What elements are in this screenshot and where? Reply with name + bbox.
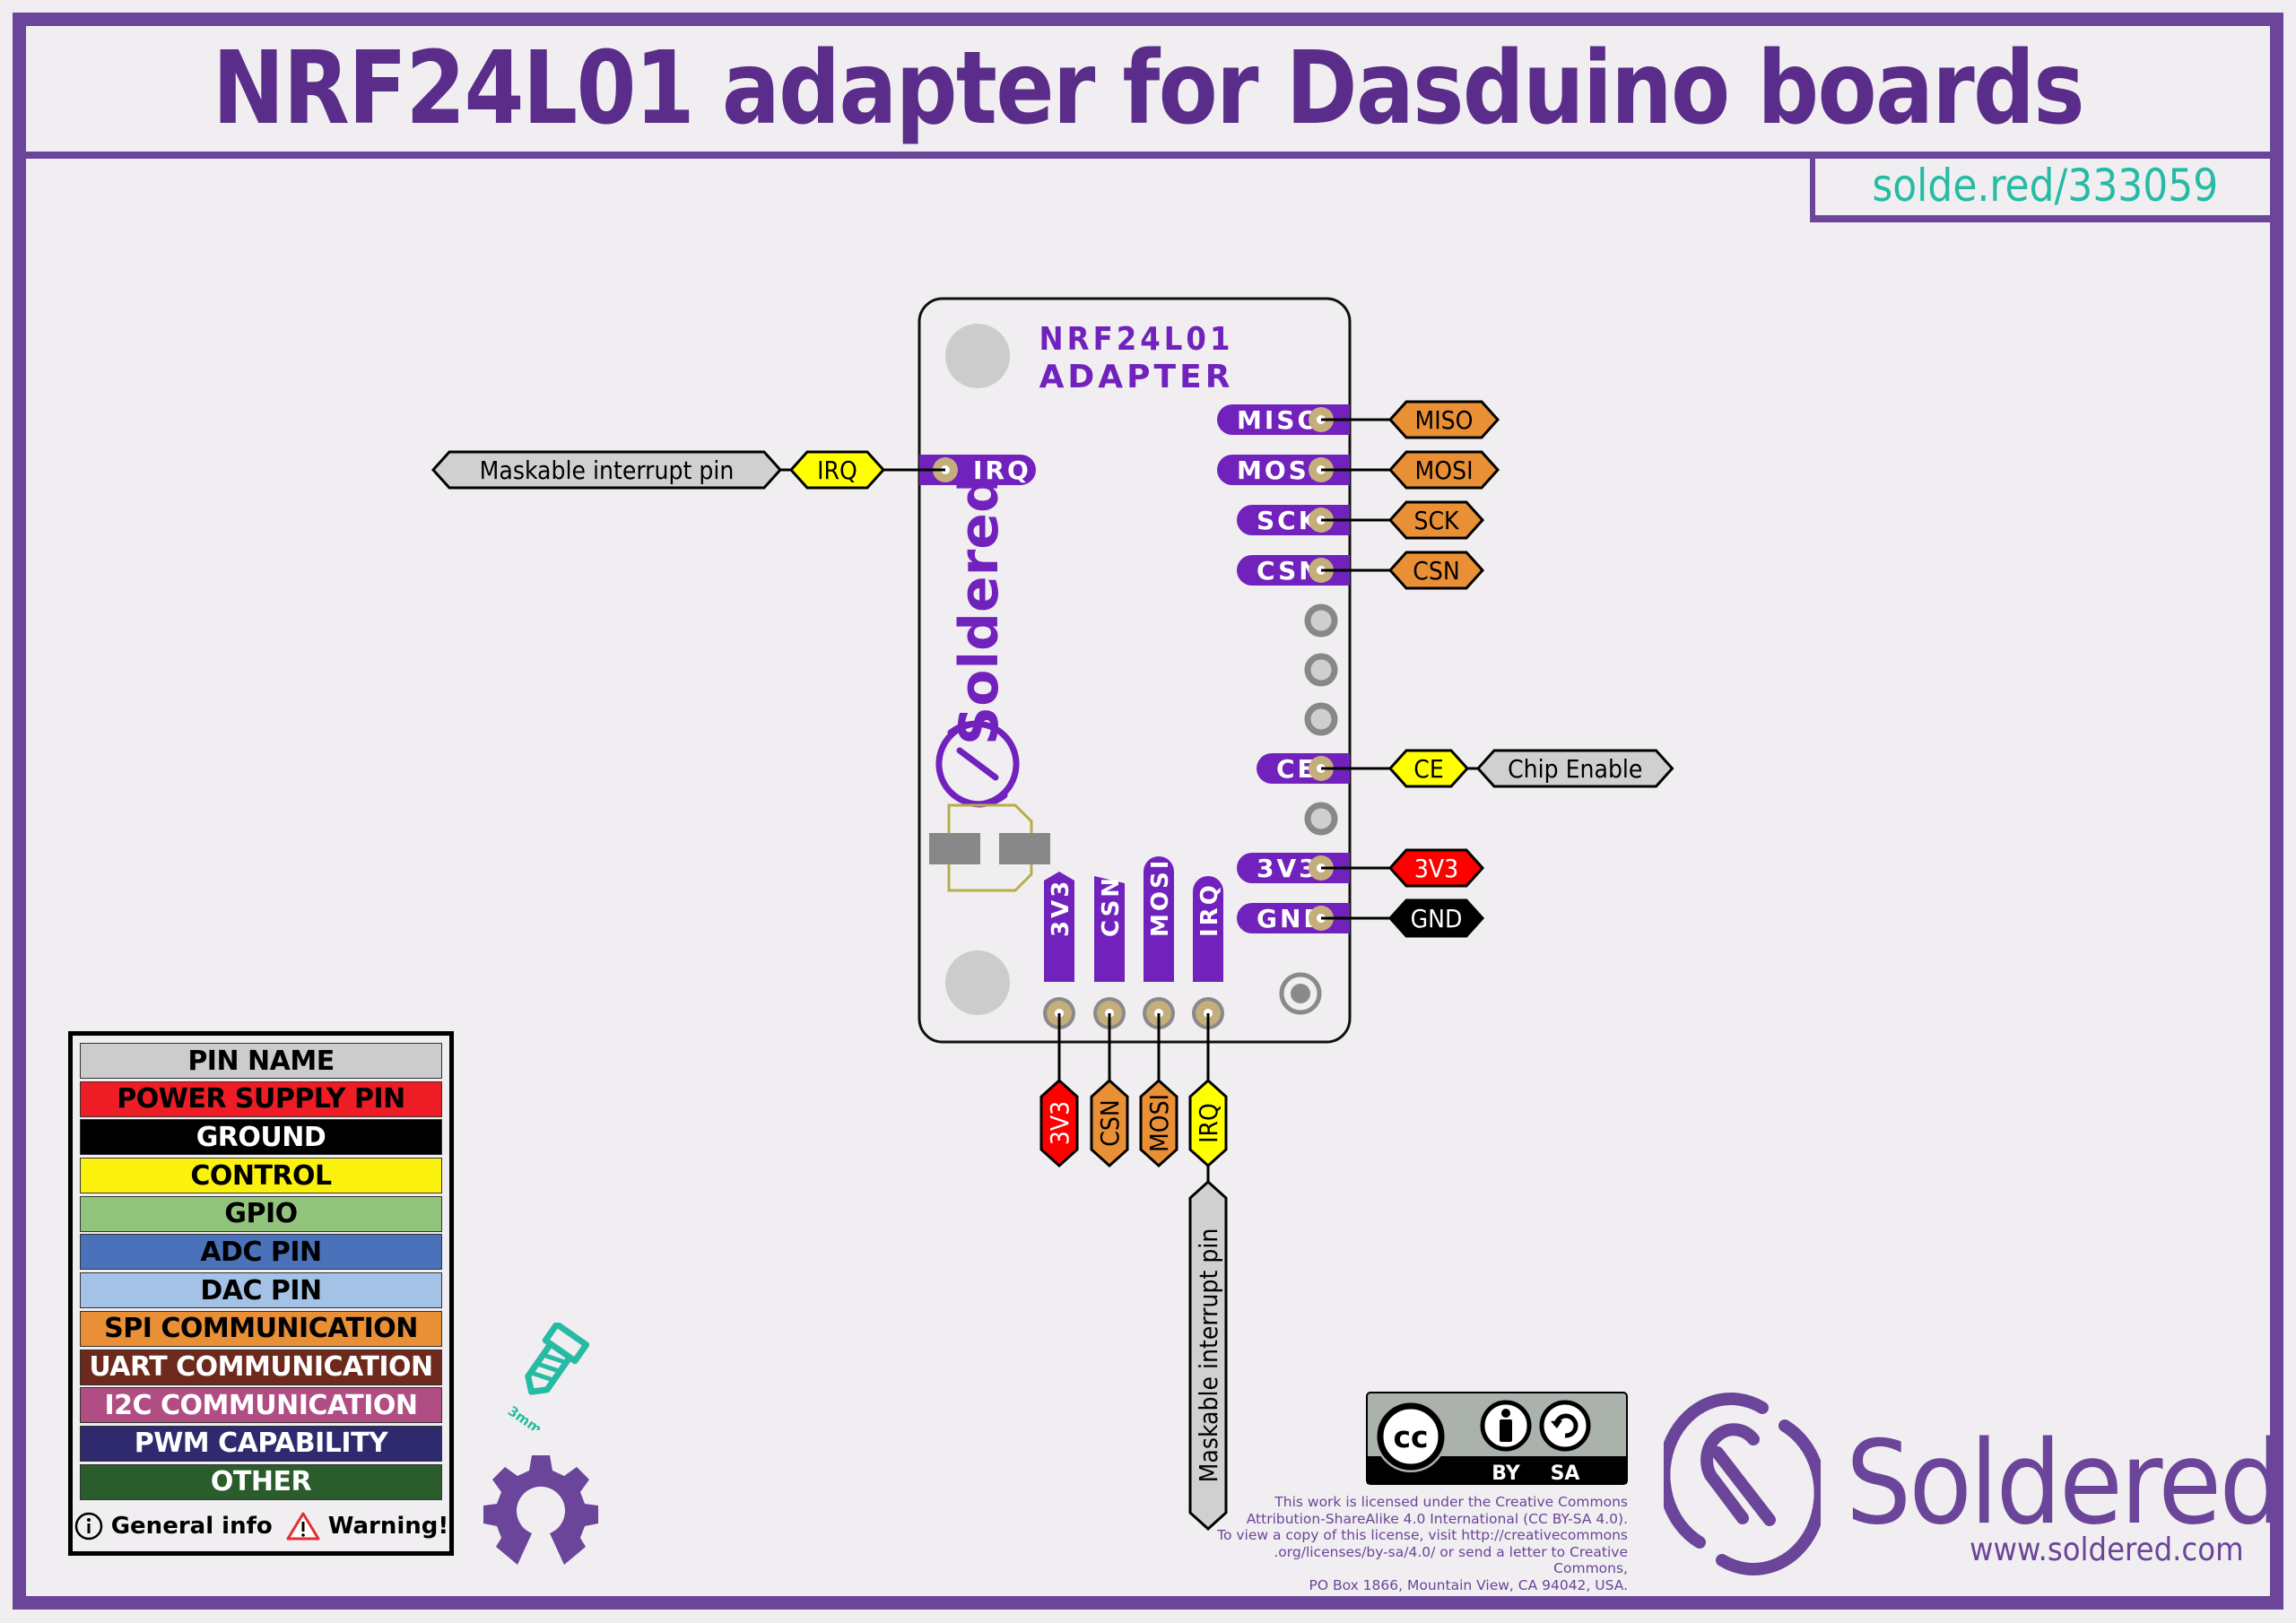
pin-label-spi: SCK	[1387, 500, 1485, 540]
pin-label-control: CE	[1387, 749, 1470, 788]
svg-text:CSN: CSN	[1095, 1099, 1125, 1146]
svg-text:IRQ: IRQ	[1196, 882, 1223, 937]
svg-text:MOSI: MOSI	[1144, 1094, 1174, 1152]
svg-text:3V3: 3V3	[1257, 854, 1319, 883]
soldered-logo-icon	[1664, 1393, 1821, 1575]
pin-label-power: 3V3	[1387, 848, 1485, 888]
general-info-key: General info	[74, 1511, 273, 1541]
svg-text:MOSI: MOSI	[1237, 456, 1321, 485]
legend-row: PIN NAME	[80, 1043, 442, 1079]
svg-text:CSN: CSN	[1098, 875, 1125, 937]
pin-label-ground: GND	[1387, 898, 1485, 938]
svg-text:MOSI: MOSI	[1147, 858, 1174, 937]
screw-icon: 3mm	[505, 1323, 590, 1430]
legend-row: OTHER	[80, 1463, 442, 1500]
pin-pad-bottom-csn	[1094, 876, 1125, 982]
board-logo-icon	[935, 720, 1020, 808]
board-brand-text: Soldered	[948, 474, 1011, 745]
mounting-hole-top	[945, 324, 1010, 388]
license-text: This work is licensed under the Creative…	[1217, 1494, 1628, 1593]
pin-label-power: 3V3	[1039, 1078, 1079, 1168]
svg-text:Chip Enable: Chip Enable	[1508, 754, 1642, 784]
svg-text:SCK: SCK	[1257, 506, 1320, 535]
legend-row: ADC PIN	[80, 1234, 442, 1271]
unused-pin-hole	[1304, 702, 1338, 736]
pin-label-info: Maskable interrupt pin	[430, 450, 783, 490]
svg-text:GND: GND	[1411, 904, 1463, 933]
pin-label-info: Chip Enable	[1475, 749, 1674, 788]
svg-text:CSN: CSN	[1413, 556, 1459, 586]
pin-label-spi: CSN	[1387, 551, 1485, 590]
svg-text:CE: CE	[1276, 754, 1318, 784]
svg-text:cc: cc	[1393, 1419, 1428, 1454]
product-link[interactable]: solde.red/333059	[1872, 160, 2219, 212]
legend-row: I2C COMMUNICATION	[80, 1387, 442, 1424]
cc-license-badge[interactable]: cc BY SA	[1366, 1392, 1628, 1485]
legend-row: PWM CAPABILITY	[80, 1425, 442, 1462]
component-footprint	[947, 803, 1033, 892]
pin-pad-bottom-3v3	[1044, 872, 1074, 982]
pin-label-control: IRQ	[788, 450, 886, 490]
svg-text:IRQ: IRQ	[1194, 1103, 1223, 1143]
legend-row: POWER SUPPLY PIN	[80, 1081, 442, 1117]
svg-text:SCK: SCK	[1413, 506, 1460, 535]
page-title: NRF24L01 adapter for Dasduino boards	[212, 30, 2085, 147]
pin-pad-bottom-mosi	[1144, 856, 1174, 982]
svg-text:MOSI: MOSI	[1415, 456, 1474, 485]
warning-icon	[286, 1512, 320, 1541]
fiducial	[1279, 972, 1322, 1015]
svg-text:MISO: MISO	[1415, 405, 1474, 435]
open-hardware-icon	[483, 1455, 598, 1565]
share-alike-icon	[1539, 1400, 1591, 1452]
svg-text:IRQ: IRQ	[817, 456, 857, 485]
svg-text:CE: CE	[1413, 754, 1444, 784]
info-icon	[74, 1512, 102, 1541]
pin-label-spi: MOSI	[1139, 1078, 1178, 1168]
pin-label-info: Maskable interrupt pin	[1188, 1179, 1228, 1532]
legend-row: SPI COMMUNICATION	[80, 1310, 442, 1347]
svg-text:3V3: 3V3	[1414, 854, 1458, 883]
cc-icon	[1377, 1402, 1445, 1471]
legend-footer: General info Warning!	[73, 1508, 449, 1544]
smd-pad-left	[929, 833, 980, 864]
svg-text:SA: SA	[1551, 1462, 1580, 1485]
svg-text:MISO: MISO	[1237, 405, 1321, 435]
screw-size-label: 3mm	[505, 1402, 544, 1430]
legend-row: GPIO	[80, 1195, 442, 1232]
brand-name: Soldered	[1846, 1417, 2285, 1550]
silkscreen-line1: NRF24L01	[1039, 321, 1234, 358]
smd-pad-right	[999, 833, 1050, 864]
product-link-box[interactable]: solde.red/333059	[1810, 156, 2275, 222]
pin-label-spi: MISO	[1387, 400, 1500, 439]
warning-key: Warning!	[285, 1511, 448, 1541]
svg-text:3V3: 3V3	[1045, 1101, 1074, 1145]
legend-row: DAC PIN	[80, 1272, 442, 1309]
pin-pad-bottom-irq	[1193, 876, 1223, 982]
mounting-hole-bottom	[945, 950, 1010, 1015]
pin-label-control: IRQ	[1188, 1078, 1228, 1168]
legend-row: CONTROL	[80, 1158, 442, 1194]
legend-row: GROUND	[80, 1119, 442, 1156]
page-frame	[13, 13, 2283, 1610]
svg-text:3V3: 3V3	[1048, 879, 1074, 937]
svg-text:Maskable interrupt pin: Maskable interrupt pin	[1194, 1228, 1223, 1483]
legend-row: UART COMMUNICATION	[80, 1349, 442, 1385]
pin-label-spi: MOSI	[1387, 450, 1500, 490]
unused-pin-hole	[1304, 603, 1338, 638]
pin-label-spi: CSN	[1090, 1078, 1129, 1168]
unused-pin-hole	[1304, 653, 1338, 687]
svg-text:Maskable interrupt pin: Maskable interrupt pin	[480, 456, 735, 485]
unused-pin-hole	[1304, 802, 1338, 836]
svg-text:BY: BY	[1492, 1462, 1521, 1485]
brand-url[interactable]: www.soldered.com	[1970, 1532, 2244, 1568]
silkscreen-line2: ADAPTER	[1039, 359, 1234, 395]
svg-text:IRQ: IRQ	[973, 456, 1031, 485]
title-band: NRF24L01 adapter for Dasduino boards	[26, 26, 2270, 159]
